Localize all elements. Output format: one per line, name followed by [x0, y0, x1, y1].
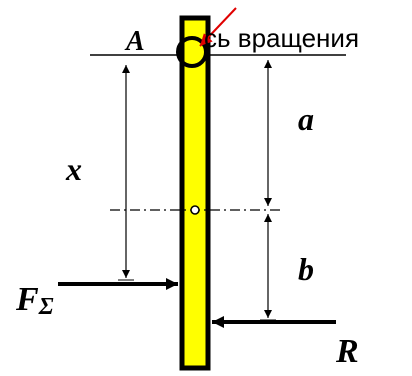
label-axis-caption: сь вращения	[204, 23, 359, 53]
pivot-ring	[176, 36, 208, 68]
label-force-f-main: F	[15, 281, 39, 318]
label-force-r: R	[335, 333, 359, 370]
label-dim-b: b	[298, 251, 314, 287]
label-dim-a: a	[298, 101, 314, 137]
label-dim-x: x	[65, 151, 82, 187]
label-point-a: A	[124, 26, 145, 57]
center-mass-point	[190, 205, 200, 215]
label-force-f: FΣ	[15, 281, 54, 320]
axis-pointer-arrow	[199, 7, 237, 47]
label-force-f-sub: Σ	[38, 294, 54, 320]
beam	[179, 15, 211, 371]
